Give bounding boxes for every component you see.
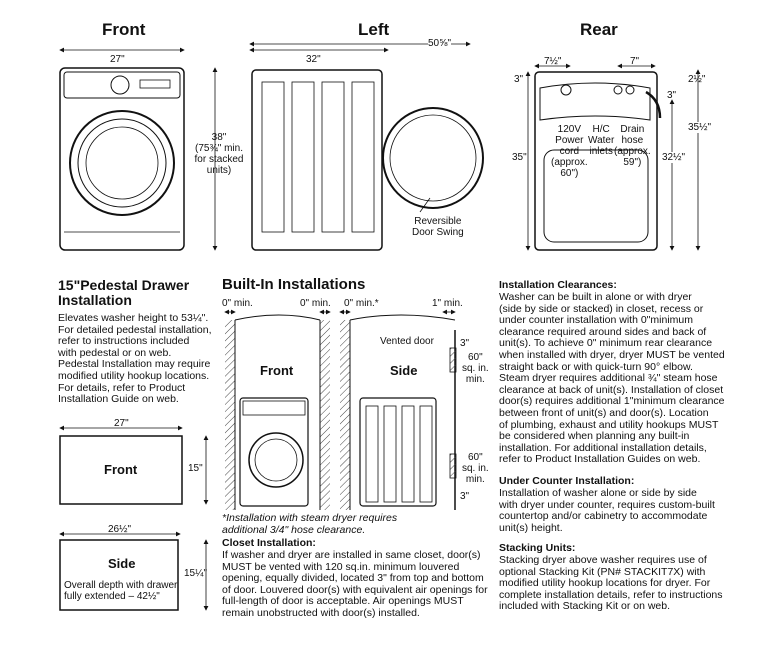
rear-dim-c: 2½" xyxy=(688,74,706,85)
water-inlets-label: H/C Water inlets xyxy=(588,124,615,157)
front-height-dim: 38" (75¾" min. for stacked units) xyxy=(194,132,244,176)
pedestal-side-note: Overall depth with drawer fully extended… xyxy=(64,580,178,602)
pedestal-body: Elevates washer height to 53¼". For deta… xyxy=(58,312,212,406)
power-cord-label: 120V Power cord (approx. 60") xyxy=(551,124,588,179)
vent-dim-60-top: 60" sq. in. min. xyxy=(462,352,489,385)
pedestal-title: 15"Pedestal Drawer Installation xyxy=(58,277,190,308)
builtin-side-label: Side xyxy=(390,363,418,378)
rear-height-35-5: 35½" xyxy=(688,122,712,133)
clearances-body: Washer can be built in alone or with dry… xyxy=(499,291,725,466)
closet-title: Closet Installation: xyxy=(222,537,316,549)
undercounter-title: Under Counter Installation: xyxy=(499,475,635,487)
stacking-body: Stacking dryer above washer requires use… xyxy=(499,554,723,613)
builtin-min-4: 1" min. xyxy=(432,298,463,309)
vent-dim-3-top: 3" xyxy=(460,338,470,349)
rear-dim-d: 3" xyxy=(514,74,524,85)
builtin-min-1: 0" min. xyxy=(222,298,253,309)
rear-height-35: 35" xyxy=(512,152,527,163)
vent-dim-60-bottom: 60" sq. in. min. xyxy=(462,452,489,485)
door-swing-label: Reversible Door Swing xyxy=(412,216,464,238)
builtin-footnote: *Installation with steam dryer requires … xyxy=(222,512,398,536)
front-width-dim: 27" xyxy=(110,54,125,65)
undercounter-body: Installation of washer alone or side by … xyxy=(499,487,715,534)
rear-dim-e: 3" xyxy=(667,90,677,101)
pedestal-side-height: 15¼" xyxy=(184,568,208,579)
view-title-rear: Rear xyxy=(580,20,618,39)
pedestal-drawings xyxy=(59,425,209,611)
rear-dim-a: 7½" xyxy=(544,56,562,67)
vent-dim-3-bottom: 3" xyxy=(460,491,470,502)
left-total-dim: 50⅝" xyxy=(428,38,452,49)
builtin-min-3: 0" min.* xyxy=(344,298,379,309)
drain-hose-label: Drain hose (approx. 59") xyxy=(614,124,651,168)
left-depth-dim: 32" xyxy=(306,54,321,65)
pedestal-front-label: Front xyxy=(104,462,138,477)
pedestal-front-width: 27" xyxy=(114,418,129,429)
view-title-left: Left xyxy=(358,20,390,39)
stacking-title: Stacking Units: xyxy=(499,542,576,554)
rear-height-32-5: 32½" xyxy=(662,152,686,163)
builtin-front-label: Front xyxy=(260,363,294,378)
vented-door-label: Vented door xyxy=(380,336,434,347)
rear-dim-b: 7" xyxy=(630,56,640,67)
builtin-min-2: 0" min. xyxy=(300,298,331,309)
rear-washer-drawing xyxy=(525,63,701,251)
clearances-title: Installation Clearances: xyxy=(499,279,617,291)
left-washer-drawing xyxy=(249,41,484,251)
pedestal-side-width: 26½" xyxy=(108,524,132,535)
pedestal-side-label: Side xyxy=(108,556,136,571)
pedestal-front-height: 15" xyxy=(188,463,203,474)
view-title-front: Front xyxy=(102,20,146,39)
builtin-title: Built-In Installations xyxy=(222,276,366,293)
front-washer-drawing xyxy=(59,47,218,251)
closet-body: If washer and dryer are installed in sam… xyxy=(222,549,488,619)
built-in-drawings xyxy=(224,309,457,510)
